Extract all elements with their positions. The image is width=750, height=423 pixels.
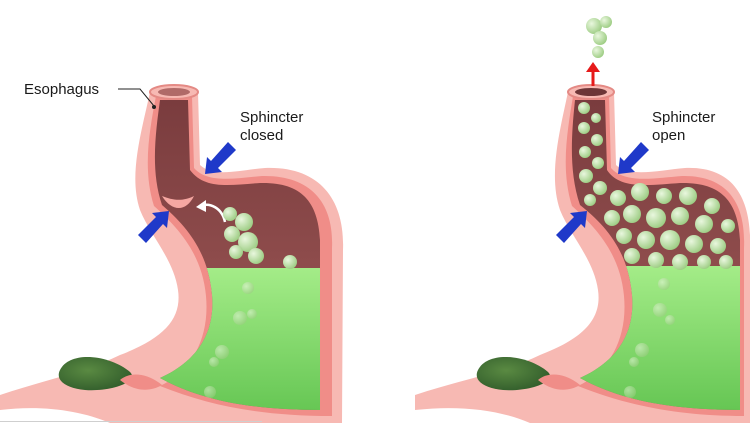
right-sphincter-label-line2: open (652, 127, 685, 144)
left-stomach (0, 84, 344, 423)
left-sphincter-label-line2: closed (240, 127, 283, 144)
left-gas-bubbles (204, 207, 297, 398)
esophagus-label: Esophagus (24, 81, 99, 98)
pressure-arrow-icon (618, 142, 649, 174)
left-duodenum (58, 357, 132, 391)
gas-bubble-icon (578, 102, 590, 114)
gas-bubble-icon (223, 207, 237, 221)
right-stomach (415, 16, 750, 423)
pressure-arrow-icon (138, 211, 169, 243)
esophagus-leader-line (118, 88, 155, 107)
escaping-gas-bubbles (586, 16, 612, 58)
bottom-divider (0, 421, 262, 422)
left-sphincter-label-line1: Sphincter (240, 109, 303, 126)
right-duodenum (476, 357, 550, 391)
pressure-arrow-icon (556, 211, 587, 243)
right-gas-bubbles (578, 102, 735, 398)
pressure-arrow-icon (205, 142, 236, 174)
escape-arrow-icon (586, 62, 600, 86)
right-sphincter-label-line1: Sphincter (652, 109, 715, 126)
